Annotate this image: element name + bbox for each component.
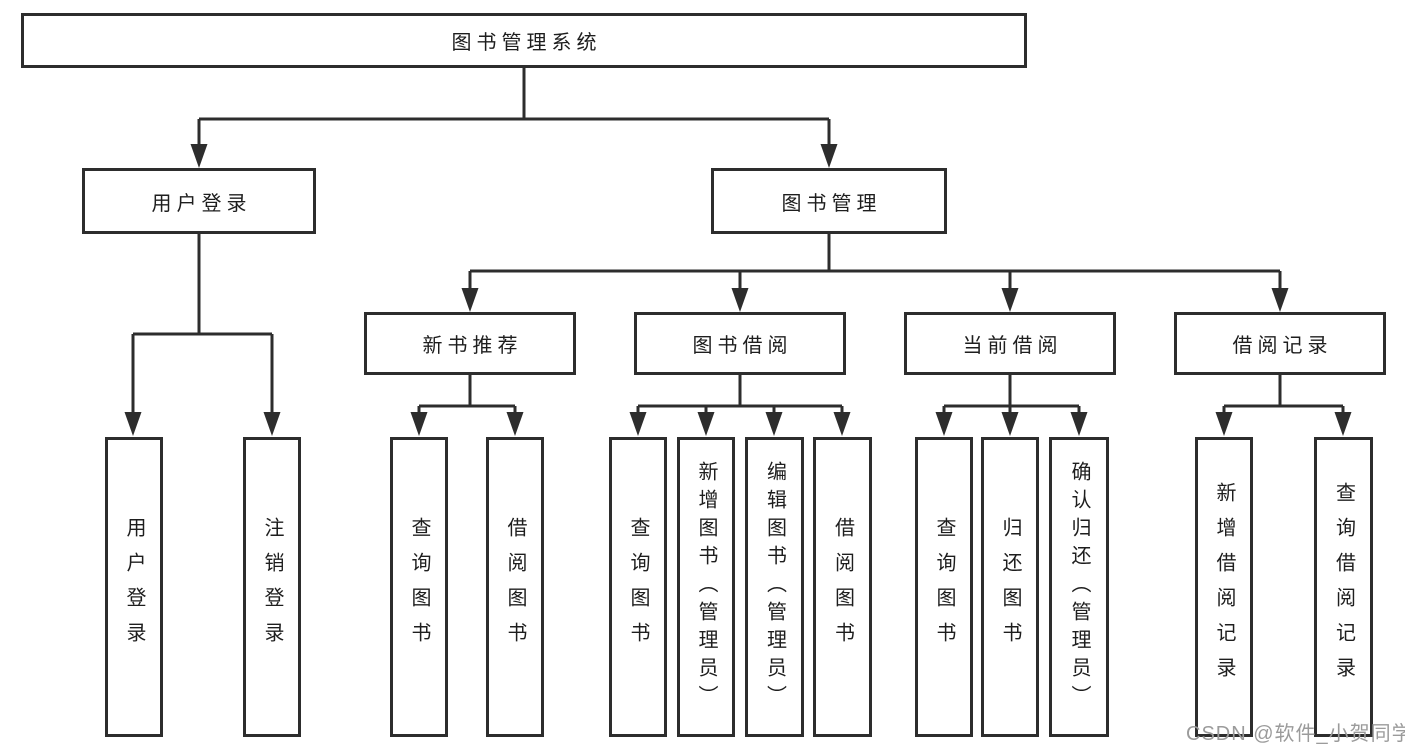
leaf-return-books: 归还图书 bbox=[981, 437, 1039, 737]
leaf-query-books-current: 查询图书 bbox=[915, 437, 973, 737]
leaf-query-books-recommend: 查询图书 bbox=[390, 437, 448, 737]
node-book-borrow: 图书借阅 bbox=[634, 312, 846, 375]
leaf-borrow-books: 借阅图书 bbox=[813, 437, 872, 737]
leaf-user-login: 用户登录 bbox=[105, 437, 163, 737]
csdn-watermark: CSDN @软件_小贺同学 bbox=[1186, 723, 1405, 745]
leaf-confirm-return-admin: 确认归还（管理员） bbox=[1049, 437, 1109, 737]
leaf-borrow-books-recommend: 借阅图书 bbox=[486, 437, 544, 737]
node-library-system: 图书管理系统 bbox=[21, 13, 1027, 68]
node-new-book-recommend: 新书推荐 bbox=[364, 312, 576, 375]
leaf-add-books-admin: 新增图书（管理员） bbox=[677, 437, 735, 737]
leaf-query-books-borrow: 查询图书 bbox=[609, 437, 667, 737]
leaf-logout: 注销登录 bbox=[243, 437, 301, 737]
node-current-borrow: 当前借阅 bbox=[904, 312, 1116, 375]
node-book-management: 图书管理 bbox=[711, 168, 947, 234]
leaf-query-borrow-record: 查询借阅记录 bbox=[1314, 437, 1373, 737]
leaf-edit-books-admin: 编辑图书（管理员） bbox=[745, 437, 804, 737]
leaf-add-borrow-record: 新增借阅记录 bbox=[1195, 437, 1253, 737]
node-user-login: 用户登录 bbox=[82, 168, 316, 234]
node-borrow-records: 借阅记录 bbox=[1174, 312, 1386, 375]
